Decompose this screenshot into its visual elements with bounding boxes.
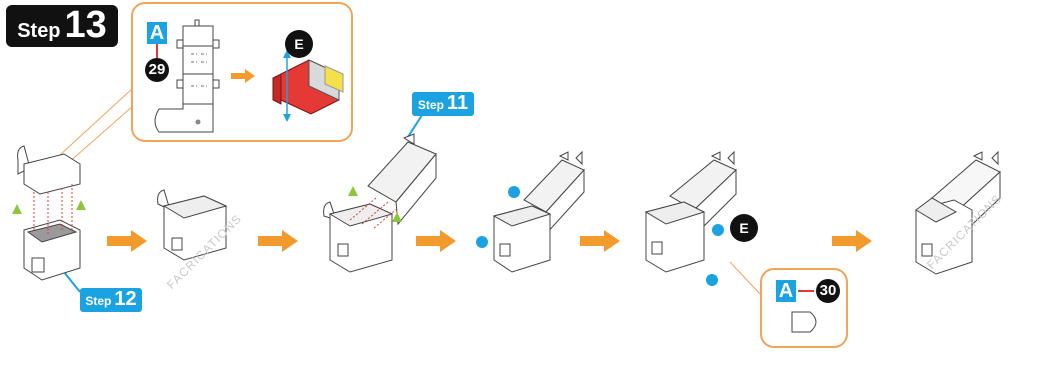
step-word: Step [17, 20, 61, 42]
arrow-right-icon [107, 230, 147, 252]
triangle-marker-icon [12, 204, 22, 214]
step-word: Step [417, 98, 444, 112]
part-letter-badge: A [147, 22, 167, 44]
arrow-right-icon [416, 230, 456, 252]
model-step-4 [492, 150, 585, 273]
dot-marker-icon [476, 236, 488, 248]
arrow-right-icon [231, 69, 255, 83]
connector-line [156, 44, 158, 60]
step-word: Step [85, 294, 112, 308]
step-number: 11 [446, 92, 469, 114]
step-11-reference-tag: Step 11 [412, 92, 474, 116]
step-12-reference-tag: Step 12 [80, 288, 142, 312]
arrow-right-icon [258, 230, 298, 252]
dot-marker-icon [508, 186, 520, 198]
triangle-marker-icon [348, 186, 358, 196]
dot-marker-icon [712, 224, 724, 236]
connector-line [798, 290, 814, 292]
step-13-label: Step 13 [6, 5, 118, 47]
part-number-badge: 30 [816, 279, 840, 303]
part-letter-badge: A [776, 280, 796, 302]
arrow-right-icon [580, 230, 620, 252]
model-step-1-exploded [17, 145, 81, 281]
callout-part-a30: A 30 [760, 268, 848, 348]
model-step-3 [323, 133, 437, 273]
model-final [915, 150, 1001, 275]
model-step-2 [157, 189, 228, 261]
dot-marker-icon [706, 274, 718, 286]
flat-part-30-template [791, 311, 817, 333]
model-step-5 [644, 150, 737, 273]
triangle-marker-icon [76, 200, 86, 210]
part-number-badge: 29 [145, 58, 169, 82]
marker-e-badge: E [730, 214, 758, 242]
step-number: 13 [64, 4, 107, 46]
callout-part-a29: A 29 E [131, 2, 353, 142]
arrow-right-icon [832, 230, 872, 252]
flat-part-29-template [154, 19, 220, 133]
folded-part-29-illustration [272, 50, 344, 122]
marker-e-badge: E [285, 30, 313, 58]
step-number: 12 [114, 288, 137, 310]
triangle-marker-icon [392, 212, 402, 222]
